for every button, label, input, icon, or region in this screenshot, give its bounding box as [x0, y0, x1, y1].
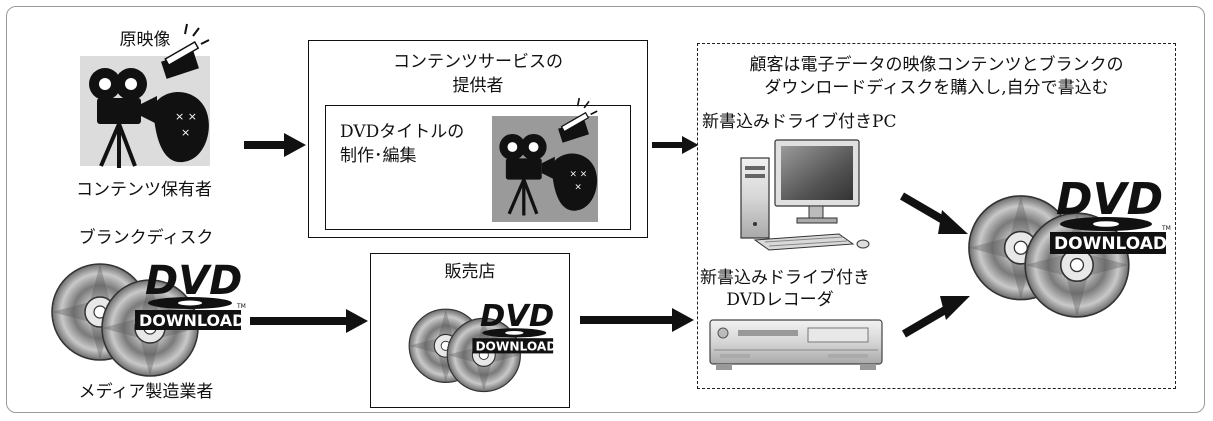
- customer-desc-1: 顧客は電子データの映像コンテンツとブランクの: [749, 55, 1124, 75]
- arrow-right-icon: [652, 136, 699, 154]
- svg-text:DOWNLOAD: DOWNLOAD: [475, 339, 556, 353]
- arrow-right-icon: [899, 192, 968, 234]
- arrow-right-icon: [901, 296, 970, 338]
- arrow-right-icon: [250, 309, 368, 333]
- svg-text:DVD: DVD: [480, 299, 554, 334]
- tm-mark: TM: [236, 303, 246, 310]
- blank-disc-dvd-icon: DVD DOWNLOAD TM: [51, 258, 246, 377]
- svg-text:DOWNLOAD: DOWNLOAD: [1054, 234, 1167, 254]
- arrow-right-icon: [580, 308, 694, 332]
- download-logo-word: DOWNLOAD: [139, 311, 245, 330]
- retailer-label: 販売店: [444, 262, 496, 282]
- dvd-title-label-1: DVDタイトルの: [340, 122, 465, 142]
- svg-text:DVD: DVD: [1056, 174, 1163, 225]
- dvd-disc-icon: DVD DOWNLOAD TM: [968, 174, 1171, 318]
- pc-drive-label: 新書込みドライブ付きPC: [702, 112, 897, 132]
- recorder-label-2: DVDレコーダ: [726, 290, 834, 310]
- dvd-recorder-icon: [709, 319, 883, 370]
- dvd-logo-mark: DVD: [145, 258, 242, 304]
- service-provider-title-2: 提供者: [452, 76, 504, 96]
- service-provider-title-1: コンテンツサービスの: [393, 52, 563, 72]
- svg-text:TM: TM: [1161, 225, 1171, 232]
- arrow-right-icon: [244, 133, 306, 157]
- dvd-disc-icon: DVD DOWNLOAD: [408, 299, 556, 393]
- original-video-label: 原映像: [119, 30, 171, 50]
- content-holder-label: コンテンツ保有者: [76, 180, 212, 200]
- media-maker-label: メディア製造業者: [78, 382, 214, 402]
- film-camera-icon: [80, 22, 211, 170]
- film-camera-icon: [492, 96, 599, 222]
- recorder-label-1: 新書込みドライブ付き: [700, 268, 870, 288]
- customer-area: [697, 43, 1176, 389]
- blank-disc-label: ブランクディスク: [78, 228, 214, 248]
- customer-desc-2: ダウンロードディスクを購入し,自分で書込む: [764, 78, 1109, 98]
- dvd-title-label-2: 制作･編集: [340, 146, 417, 166]
- desktop-pc-icon: [740, 139, 870, 251]
